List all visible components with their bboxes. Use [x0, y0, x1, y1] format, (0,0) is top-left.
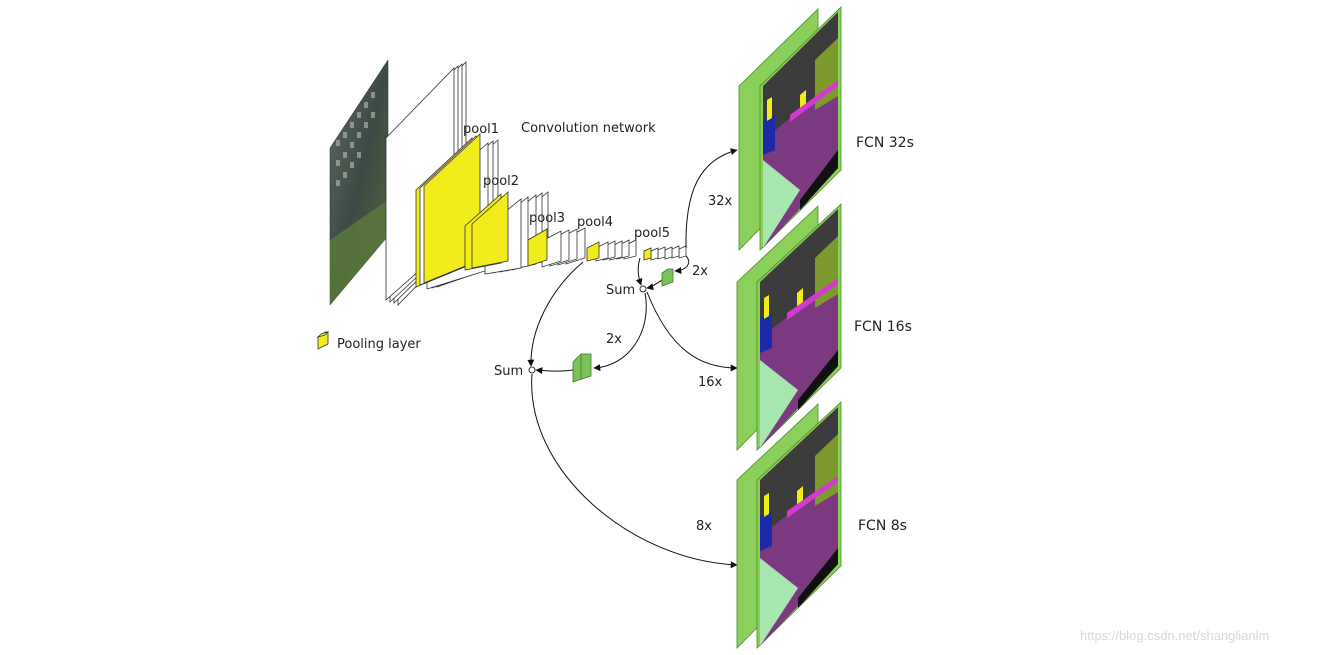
- input-image: [329, 59, 389, 306]
- sum-node-2: [528, 366, 536, 374]
- pool5-label: pool5: [634, 226, 670, 241]
- upsample-2x-label-2: 2x: [606, 332, 622, 347]
- output-fcn32: FCN 32s: [738, 6, 914, 251]
- arrow-sum1-to-upsample2: [593, 292, 647, 372]
- sum-label-1: Sum: [606, 283, 635, 298]
- pool5-layer: [643, 247, 652, 261]
- output-fcn8: FCN 8s: [736, 401, 907, 649]
- network-title: Convolution network: [521, 121, 656, 136]
- arrow-upsample-to-sum1: [646, 279, 663, 291]
- arrow-upsample2-to-sum2: [535, 367, 574, 375]
- fcn16-label: FCN 16s: [854, 319, 912, 335]
- conv-block-5: [650, 245, 687, 261]
- watermark: https://blog.csdn.net/shanglianlm: [1080, 628, 1269, 643]
- pool1-label: pool1: [463, 122, 499, 137]
- sum-node-1: [639, 285, 647, 293]
- pool3-layer: [527, 228, 548, 267]
- pooling-layer-legend: Pooling layer: [316, 331, 421, 352]
- pool2-layer: [464, 191, 509, 271]
- fcn16-upsample-label: 16x: [698, 375, 723, 390]
- upsample-block-pool5: [661, 268, 674, 287]
- arrow-pool3-to-sum2: [527, 261, 584, 367]
- pool3-label: pool3: [529, 211, 565, 226]
- pool4-label: pool4: [577, 215, 613, 230]
- pool4-layer: [586, 241, 600, 262]
- pool2-label: pool2: [483, 174, 519, 189]
- conv-block-3: [541, 227, 586, 268]
- arrow-pool5-to-fcn32: [685, 148, 738, 249]
- arrow-pool4-to-sum1: [635, 257, 643, 286]
- fcn8-upsample-label: 8x: [696, 519, 712, 534]
- fcn32-label: FCN 32s: [856, 135, 914, 151]
- fcn32-upsample-label: 32x: [708, 194, 733, 209]
- upsample-2x-label-1: 2x: [692, 264, 708, 279]
- fcn8-label: FCN 8s: [858, 518, 907, 534]
- sum-label-2: Sum: [494, 364, 523, 379]
- arrow-sum1-to-fcn16: [646, 291, 738, 372]
- output-fcn16: FCN 16s: [736, 203, 912, 451]
- arrow-sum2-to-fcn8: [531, 373, 738, 569]
- arrow-pool5-to-upsample: [674, 255, 690, 275]
- conv-block-4: [595, 239, 637, 262]
- legend-label: Pooling layer: [337, 337, 421, 352]
- upsample-block-sum: [572, 353, 592, 383]
